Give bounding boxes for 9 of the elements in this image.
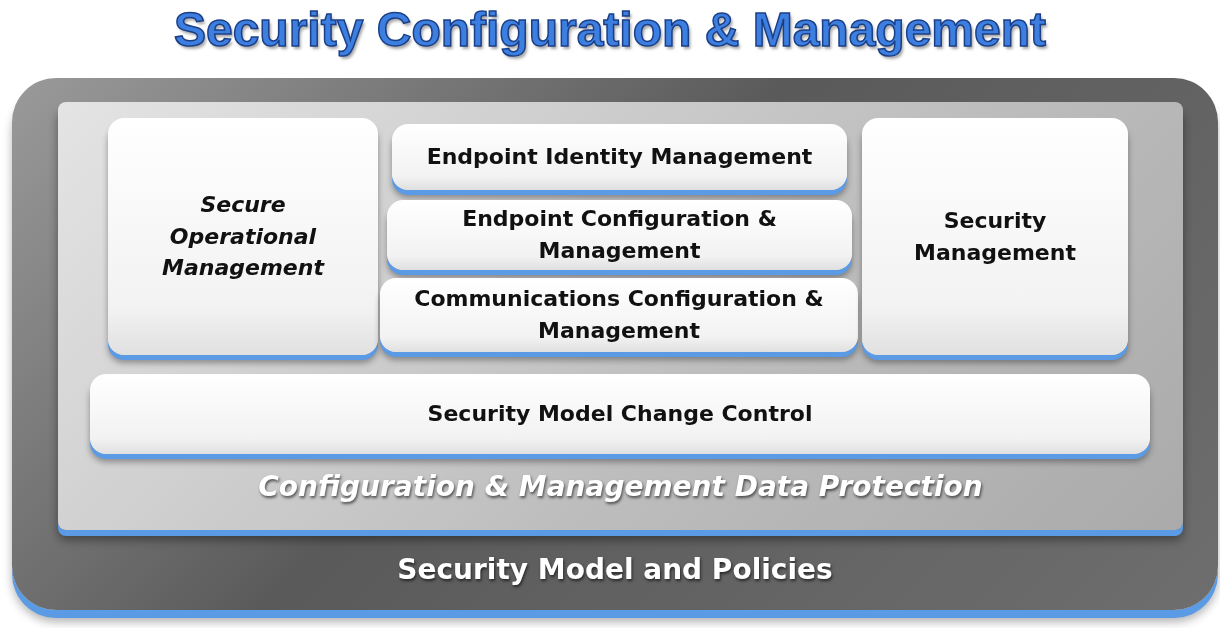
- component-label: Secure Operational Management: [161, 190, 326, 283]
- layer-label: Security Model and Policies: [396, 553, 834, 586]
- component-label: Security Model Change Control: [427, 400, 813, 429]
- component-label: Endpoint Configuration & Management: [461, 205, 778, 265]
- component-label: Security Management: [913, 206, 1077, 267]
- component-label: Communications Configuration & Management: [413, 285, 825, 345]
- title: Security Configuration & Management: [172, 2, 1048, 57]
- component-label: Endpoint Identity Management: [426, 143, 813, 172]
- layer-label: Configuration & Management Data Protection: [257, 470, 984, 503]
